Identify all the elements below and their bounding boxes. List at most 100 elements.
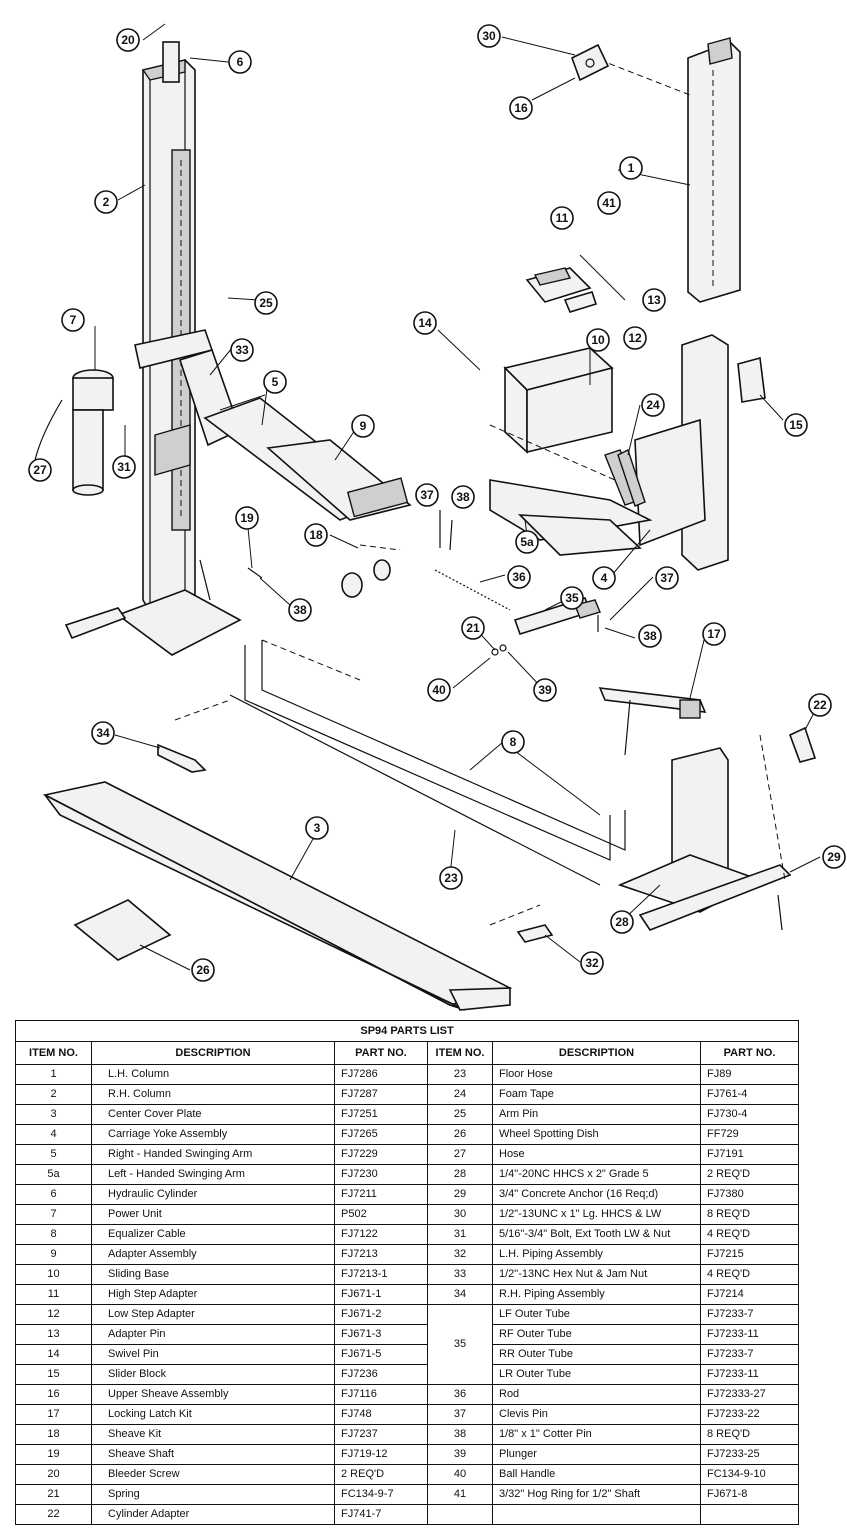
callout-28: 28: [610, 910, 634, 934]
diagram-svg: 2063016121141131225733141059241527313738…: [28, 23, 846, 1011]
callout-7: 7: [61, 308, 85, 332]
description: Sliding Base: [91, 1264, 335, 1285]
header-item-no-2: ITEM NO.: [427, 1041, 493, 1065]
callout-label: 8: [510, 735, 517, 749]
callout-label: 26: [196, 963, 210, 977]
callout-circle: [91, 721, 115, 745]
header-description: DESCRIPTION: [91, 1041, 335, 1065]
description: High Step Adapter: [91, 1284, 335, 1305]
callout-label: 29: [827, 850, 841, 864]
callout-circle: [509, 96, 533, 120]
callout-label: 24: [646, 398, 660, 412]
description-2: Clevis Pin: [492, 1404, 701, 1425]
callout-29: 29: [822, 845, 846, 869]
part-no-2: 8 REQ'D: [699, 1424, 800, 1445]
description-2: [492, 1504, 701, 1525]
callout-circle: [619, 156, 643, 180]
description: Adapter Pin: [91, 1324, 335, 1345]
part-no: FJ7122: [334, 1224, 428, 1245]
callout-label: 15: [789, 418, 803, 432]
callout-circle: [533, 678, 557, 702]
item-no-2: 32: [427, 1244, 493, 1265]
callout-38: 38: [288, 598, 312, 622]
item-no: 3: [15, 1104, 92, 1125]
part-no-2: 8 REQ'D: [699, 1204, 800, 1225]
callout-30: 30: [477, 24, 501, 48]
callout-label: 2: [103, 195, 110, 209]
description: Center Cover Plate: [91, 1104, 335, 1125]
callout-circle: [263, 370, 287, 394]
callout-circle: [305, 816, 329, 840]
callout-35: 35: [560, 586, 584, 610]
description: Power Unit: [91, 1204, 335, 1225]
right-carriage-drawing: [489, 334, 766, 571]
callout-5a: 5a: [515, 530, 539, 554]
item-no: 19: [15, 1444, 92, 1465]
item-no-2: 37: [427, 1404, 493, 1425]
callout-10: 10: [586, 328, 610, 352]
callout-circle: [304, 523, 328, 547]
item-no-2: 31: [427, 1224, 493, 1245]
callout-circle: [477, 24, 501, 48]
callout-label: 30: [482, 29, 496, 43]
callout-circle: [586, 328, 610, 352]
part-no: FJ671-3: [334, 1324, 428, 1345]
item-no: 11: [15, 1284, 92, 1305]
callout-label: 38: [643, 629, 657, 643]
part-no: FJ7237: [334, 1424, 428, 1445]
item-no-2: [427, 1504, 493, 1525]
callout-23: 23: [439, 866, 463, 890]
header-part-no: PART NO.: [334, 1041, 428, 1065]
description-2: Arm Pin: [492, 1104, 701, 1125]
callout-circle: [638, 624, 662, 648]
description: Sheave Kit: [91, 1424, 335, 1445]
callout-label: 38: [456, 490, 470, 504]
item-no-2: 39: [427, 1444, 493, 1465]
callout-37: 37: [415, 483, 439, 507]
part-no-2: FJ7233-11: [699, 1324, 800, 1345]
callout-2: 2: [94, 190, 118, 214]
callout-label: 37: [420, 488, 434, 502]
part-no-2: 2 REQ'D: [699, 1164, 800, 1185]
callout-circle: [228, 50, 252, 74]
callout-label: 32: [585, 956, 599, 970]
item-no: 14: [15, 1344, 92, 1365]
callout-15: 15: [784, 413, 808, 437]
part-no: P502: [334, 1204, 428, 1225]
part-no-2: FJ7214: [699, 1284, 800, 1305]
callout-circle: [288, 598, 312, 622]
callout-label: 9: [360, 419, 367, 433]
callout-39: 39: [533, 678, 557, 702]
callout-label: 27: [33, 463, 47, 477]
callout-circle: [94, 190, 118, 214]
part-no: FJ7116: [334, 1384, 428, 1405]
description-2: L.H. Piping Assembly: [492, 1244, 701, 1265]
callout-circle: [641, 393, 665, 417]
description: Slider Block: [91, 1364, 335, 1385]
part-no-2: FJ7380: [699, 1184, 800, 1205]
callout-38: 38: [451, 485, 475, 509]
callout-16: 16: [509, 96, 533, 120]
part-no-2: FJ7215: [699, 1244, 800, 1265]
header-part-no-2: PART NO.: [699, 1041, 800, 1065]
item-no: 6: [15, 1184, 92, 1205]
callout-circle: [580, 951, 604, 975]
description-2: Rod: [492, 1384, 701, 1405]
callout-circle: [230, 338, 254, 362]
item-no-2: 24: [427, 1084, 493, 1105]
callout-9: 9: [351, 414, 375, 438]
part-no-2: FJ671-8: [699, 1484, 800, 1505]
part-no-2: FJ761-4: [699, 1084, 800, 1105]
callout-26: 26: [191, 958, 215, 982]
callout-19: 19: [235, 506, 259, 530]
description: Low Step Adapter: [91, 1304, 335, 1325]
description: Adapter Assembly: [91, 1244, 335, 1265]
callout-21: 21: [461, 616, 485, 640]
